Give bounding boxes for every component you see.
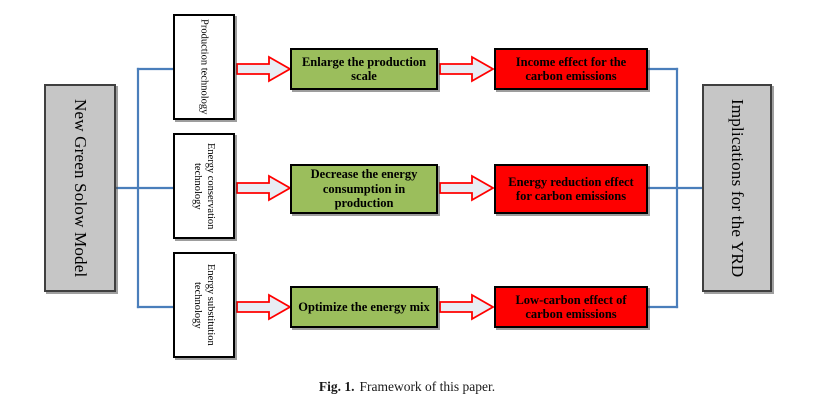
node-label: Optimize the energy mix [298, 299, 430, 314]
node-label: Implications for the YRD [727, 98, 747, 278]
node-label: Enlarge the production scale [301, 54, 427, 83]
figure-caption-text: Framework of this paper. [359, 379, 496, 394]
arrow-mechanism-to-effect-3 [439, 293, 495, 321]
node-label: Income effect for the carbon emissions [515, 54, 627, 83]
node-production-technology[interactable]: Production technology [173, 14, 235, 120]
node-label: Energy substitution technology [192, 264, 217, 346]
figure-caption-lead: Fig. 1. [318, 379, 355, 394]
figure-caption: Fig. 1. Framework of this paper. [0, 379, 814, 395]
node-income-effect[interactable]: Income effect for the carbon emissions [494, 48, 648, 90]
node-optimize-energy-mix[interactable]: Optimize the energy mix [290, 286, 438, 328]
node-energy-reduction-effect[interactable]: Energy reduction effect for carbon emiss… [494, 164, 648, 214]
node-new-green-solow-model[interactable]: New Green Solow Model [44, 84, 116, 292]
arrow-mechanism-to-effect-2 [439, 174, 495, 202]
arrow-tech-to-mechanism-1 [236, 55, 292, 83]
node-decrease-energy-consumption[interactable]: Decrease the energy consumption in produ… [290, 164, 438, 214]
node-low-carbon-effect[interactable]: Low-carbon effect of carbon emissions [494, 286, 648, 328]
arrow-mechanism-to-effect-1 [439, 55, 495, 83]
node-label: Energy reduction effect for carbon emiss… [508, 174, 634, 203]
node-energy-substitution-technology[interactable]: Energy substitution technology [173, 252, 235, 358]
node-enlarge-production-scale[interactable]: Enlarge the production scale [290, 48, 438, 90]
node-label: Energy conservation technology [192, 142, 217, 230]
node-label: Low-carbon effect of carbon emissions [515, 292, 627, 321]
node-label: New Green Solow Model [70, 98, 90, 278]
node-label: Decrease the energy consumption in produ… [310, 167, 418, 211]
node-label: Production technology [198, 19, 210, 115]
arrow-tech-to-mechanism-3 [236, 293, 292, 321]
node-implications-for-the-yrd[interactable]: Implications for the YRD [702, 84, 772, 292]
node-energy-conservation-technology[interactable]: Energy conservation technology [173, 133, 235, 239]
arrow-tech-to-mechanism-2 [236, 174, 292, 202]
